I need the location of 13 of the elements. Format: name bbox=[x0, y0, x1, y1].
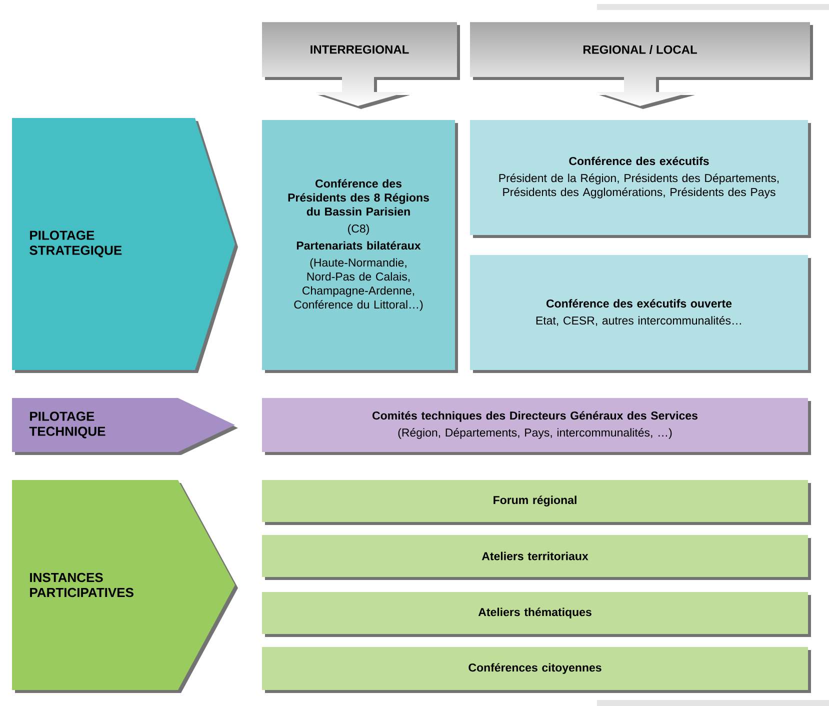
content-box: Ateliers territoriaux bbox=[262, 535, 812, 580]
row-header: INSTANCES PARTICIPATIVES bbox=[12, 480, 238, 693]
content-box: Comités techniques des Directeurs Généraux des Services (Région, Départements, Pays, intercommunalités, …) bbox=[262, 398, 812, 455]
content-box: Conférence des exécutifs Président de la Région, Présidents des Départements, Présidents des Agglomérations, Présidents des Pays bbox=[470, 120, 812, 238]
content-box: Ateliers thématiques bbox=[262, 592, 812, 637]
content-box: Conférence des exécutifs ouverte Etat, CESR, autres intercommunalités… bbox=[470, 255, 812, 373]
content-box: Conférences citoyennes bbox=[262, 647, 812, 693]
content-box: Conférence des Présidents des 8 Régions du Bassin Parisien (C8) Partenariats bilatéraux (Haute-Normandie, Nord-Pas de Calais, Champagne-Ardenne, Conférence du Littoral…) bbox=[262, 120, 458, 373]
row-header: PILOTAGE TECHNIQUE bbox=[12, 398, 238, 455]
column-header: INTERREGIONAL bbox=[262, 22, 460, 109]
row-header: PILOTAGE STRATEGIQUE bbox=[12, 118, 238, 373]
column-header: REGIONAL / LOCAL bbox=[470, 22, 814, 109]
content-box: Forum régional bbox=[262, 480, 812, 525]
